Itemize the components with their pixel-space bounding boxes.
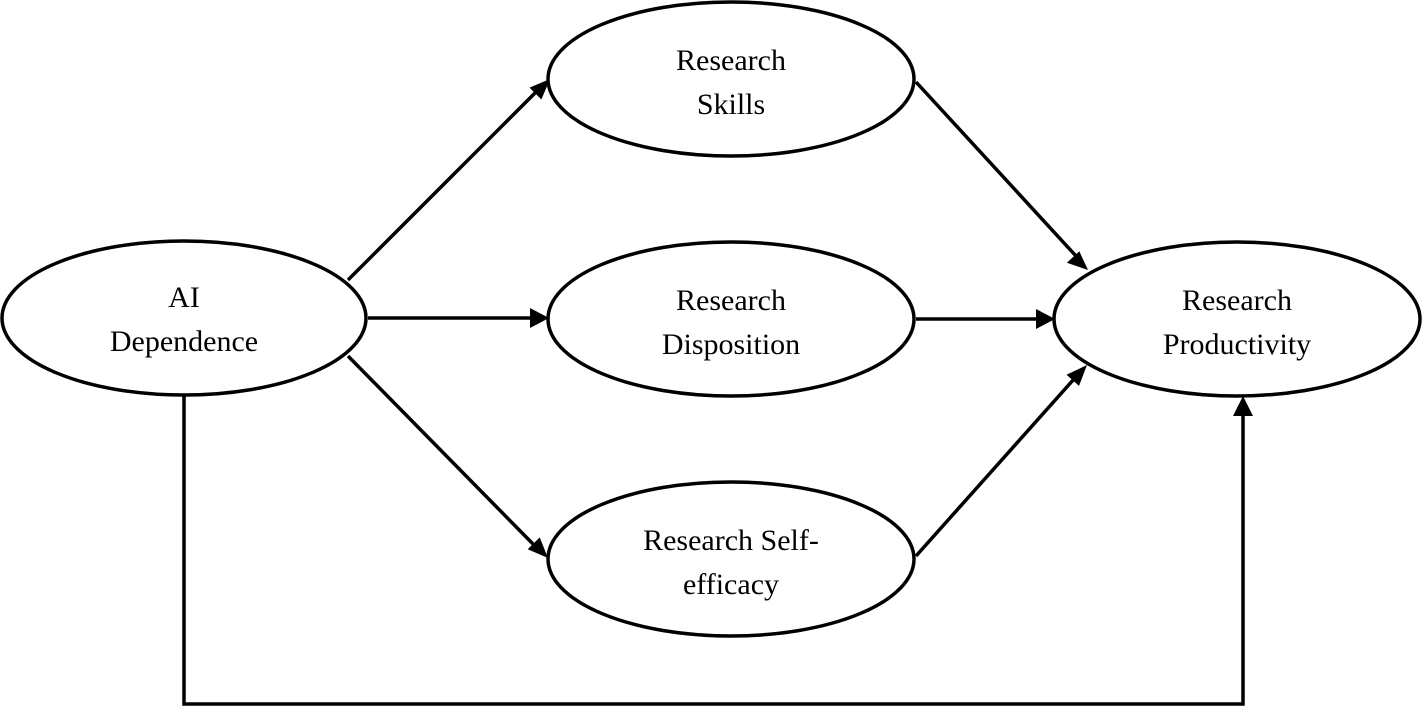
node-research-productivity-line-2: Productivity bbox=[1163, 328, 1311, 361]
arrowhead-productivity-from-disposition-icon bbox=[1036, 309, 1055, 329]
node-research-self-efficacy-line-2: efficacy bbox=[683, 568, 779, 601]
node-research-disposition-line-1: Research bbox=[676, 284, 786, 317]
node-research-disposition-line-2: Disposition bbox=[662, 328, 800, 361]
arrowhead-productivity-from-skills-icon bbox=[1066, 251, 1088, 270]
node-research-disposition: Research Disposition bbox=[546, 240, 916, 398]
node-research-productivity-line-1: Research bbox=[1182, 284, 1292, 317]
edge-ai-dependence-to-research-productivity bbox=[182, 395, 1245, 706]
node-research-skills-line-2: Skills bbox=[697, 88, 765, 121]
node-research-skills-line-1: Research bbox=[676, 44, 786, 77]
edge-ai-dependence-to-research-skills bbox=[346, 90, 538, 282]
edge-research-self-efficacy-to-research-productivity bbox=[914, 377, 1076, 558]
node-research-productivity: Research Productivity bbox=[1052, 240, 1422, 398]
node-ai-dependence: AI Dependence bbox=[0, 239, 368, 397]
node-research-skills: Research Skills bbox=[546, 0, 916, 158]
edge-research-skills-to-research-productivity bbox=[914, 80, 1078, 258]
node-research-self-efficacy-line-1: Research Self- bbox=[643, 524, 819, 557]
edges bbox=[182, 79, 1253, 706]
arrowhead-research-disposition-icon bbox=[530, 308, 549, 328]
node-research-self-efficacy: Research Self- efficacy bbox=[546, 480, 916, 638]
node-ai-dependence-line-2: Dependence bbox=[110, 325, 258, 358]
node-ai-dependence-line-1: AI bbox=[168, 281, 200, 314]
arrowhead-research-self-efficacy-icon bbox=[527, 537, 548, 558]
arrowhead-productivity-direct-icon bbox=[1233, 396, 1253, 416]
edge-ai-dependence-to-research-self-efficacy bbox=[346, 354, 536, 547]
arrowhead-research-skills-icon bbox=[529, 79, 550, 100]
arrowhead-productivity-from-self-efficacy-icon bbox=[1066, 365, 1087, 386]
